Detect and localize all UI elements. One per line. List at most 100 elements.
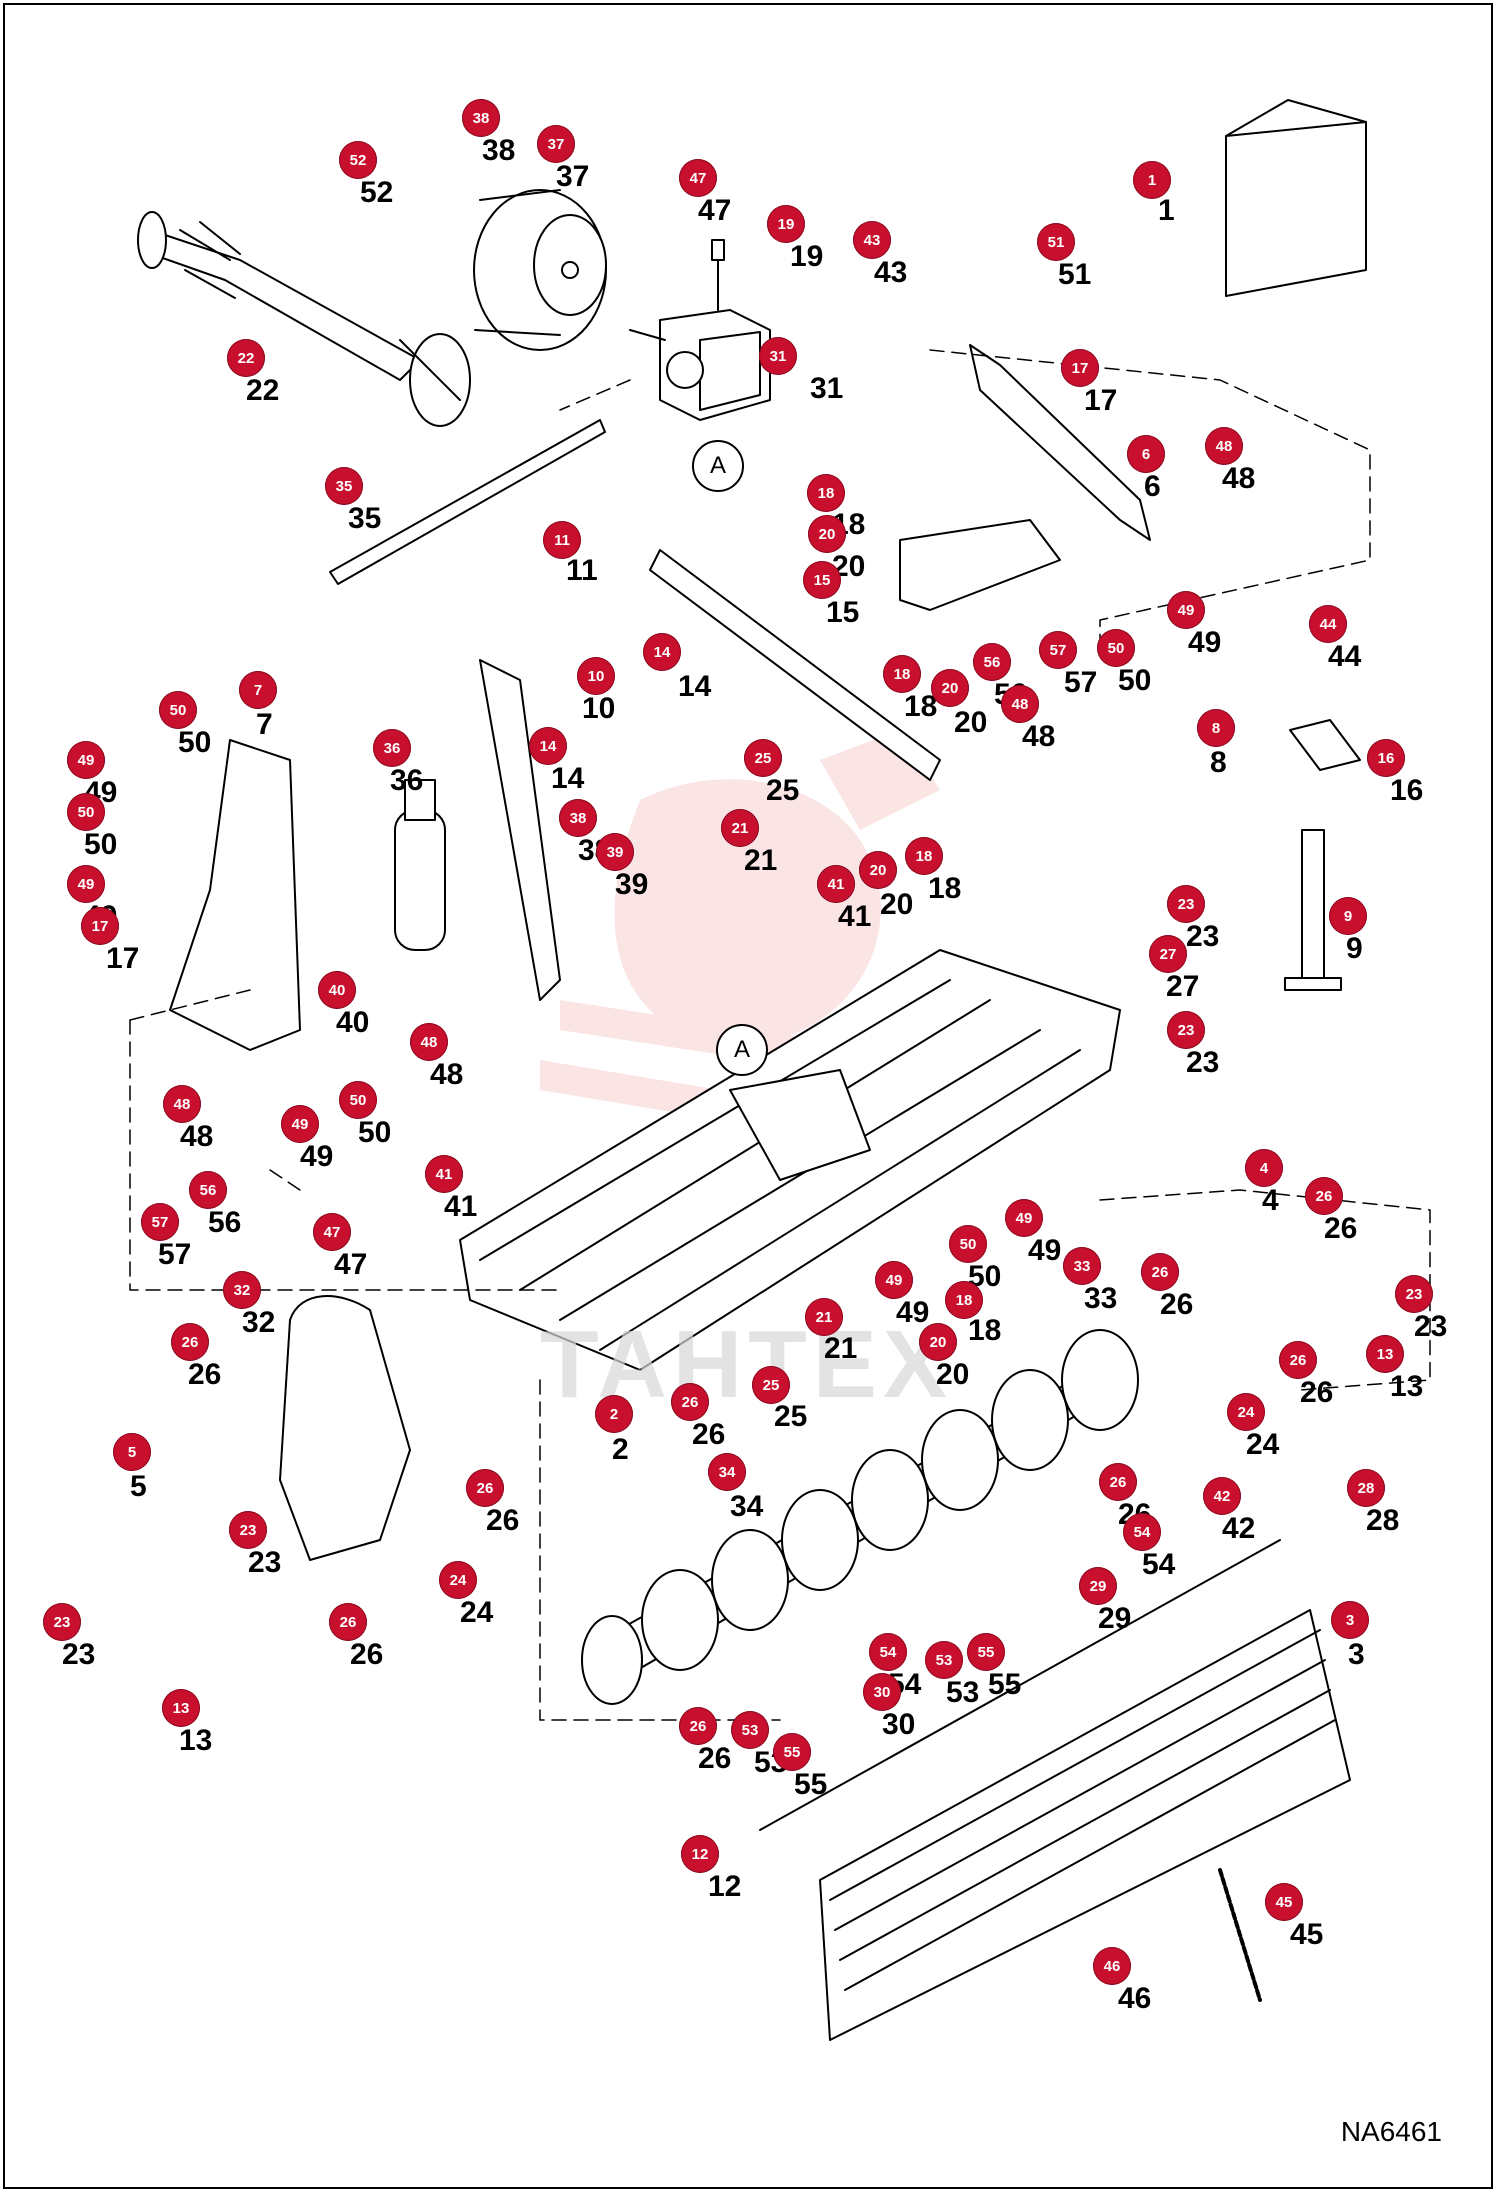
part-hotspot-4[interactable]: 4 [1245,1149,1283,1187]
part-hotspot-26[interactable]: 26 [466,1469,504,1507]
part-hotspot-41[interactable]: 41 [817,865,855,903]
part-hotspot-57[interactable]: 57 [141,1203,179,1241]
part-hotspot-54[interactable]: 54 [1123,1513,1161,1551]
part-hotspot-40[interactable]: 40 [318,971,356,1009]
part-hotspot-7[interactable]: 7 [239,671,277,709]
part-hotspot-20[interactable]: 20 [919,1323,957,1361]
part-hotspot-11[interactable]: 11 [543,521,581,559]
part-hotspot-57[interactable]: 57 [1039,631,1077,669]
part-hotspot-13[interactable]: 13 [162,1689,200,1727]
part-hotspot-23[interactable]: 23 [229,1511,267,1549]
part-hotspot-54[interactable]: 54 [869,1633,907,1671]
part-hotspot-49[interactable]: 49 [67,741,105,779]
part-hotspot-27[interactable]: 27 [1149,935,1187,973]
part-hotspot-44[interactable]: 44 [1309,605,1347,643]
part-hotspot-48[interactable]: 48 [410,1023,448,1061]
part-hotspot-8[interactable]: 8 [1197,709,1235,747]
part-hotspot-55[interactable]: 55 [773,1733,811,1771]
part-hotspot-23[interactable]: 23 [1167,1011,1205,1049]
part-hotspot-53[interactable]: 53 [731,1711,769,1749]
part-hotspot-14[interactable]: 14 [643,633,681,671]
part-hotspot-26[interactable]: 26 [1099,1463,1137,1501]
part-hotspot-18[interactable]: 18 [945,1281,983,1319]
part-hotspot-39[interactable]: 39 [596,833,634,871]
part-hotspot-56[interactable]: 56 [973,643,1011,681]
part-hotspot-49[interactable]: 49 [875,1261,913,1299]
part-hotspot-9[interactable]: 9 [1329,897,1367,935]
part-hotspot-49[interactable]: 49 [281,1105,319,1143]
part-hotspot-50[interactable]: 50 [1097,629,1135,667]
part-hotspot-30[interactable]: 30 [863,1673,901,1711]
part-hotspot-18[interactable]: 18 [883,655,921,693]
part-hotspot-12[interactable]: 12 [681,1835,719,1873]
part-hotspot-46[interactable]: 46 [1093,1947,1131,1985]
part-hotspot-37[interactable]: 37 [537,125,575,163]
part-hotspot-15[interactable]: 15 [803,561,841,599]
part-hotspot-13[interactable]: 13 [1366,1335,1404,1373]
part-hotspot-1[interactable]: 1 [1133,161,1171,199]
part-hotspot-48[interactable]: 48 [163,1085,201,1123]
part-hotspot-18[interactable]: 18 [905,837,943,875]
part-hotspot-16[interactable]: 16 [1367,739,1405,777]
part-hotspot-56[interactable]: 56 [189,1171,227,1209]
part-hotspot-26[interactable]: 26 [171,1323,209,1361]
part-hotspot-31[interactable]: 31 [759,337,797,375]
part-hotspot-41[interactable]: 41 [425,1155,463,1193]
part-hotspot-32[interactable]: 32 [223,1271,261,1309]
part-hotspot-36[interactable]: 36 [373,729,411,767]
part-hotspot-33[interactable]: 33 [1063,1247,1101,1285]
part-hotspot-50[interactable]: 50 [159,691,197,729]
part-hotspot-23[interactable]: 23 [43,1603,81,1641]
part-hotspot-47[interactable]: 47 [679,159,717,197]
part-hotspot-48[interactable]: 48 [1001,685,1039,723]
part-hotspot-38[interactable]: 38 [462,99,500,137]
part-hotspot-52[interactable]: 52 [339,141,377,179]
part-hotspot-24[interactable]: 24 [439,1561,477,1599]
part-hotspot-53[interactable]: 53 [925,1641,963,1679]
part-hotspot-3[interactable]: 3 [1331,1601,1369,1639]
part-hotspot-55[interactable]: 55 [967,1633,1005,1671]
part-hotspot-21[interactable]: 21 [805,1298,843,1336]
part-hotspot-20[interactable]: 20 [931,669,969,707]
part-hotspot-26[interactable]: 26 [1141,1253,1179,1291]
part-hotspot-49[interactable]: 49 [1005,1199,1043,1237]
part-hotspot-29[interactable]: 29 [1079,1567,1117,1605]
part-hotspot-50[interactable]: 50 [949,1225,987,1263]
part-hotspot-35[interactable]: 35 [325,467,363,505]
part-hotspot-49[interactable]: 49 [1167,591,1205,629]
part-hotspot-50[interactable]: 50 [339,1081,377,1119]
part-hotspot-22[interactable]: 22 [227,339,265,377]
part-hotspot-10[interactable]: 10 [577,657,615,695]
part-hotspot-45[interactable]: 45 [1265,1883,1303,1921]
part-hotspot-25[interactable]: 25 [752,1366,790,1404]
part-hotspot-43[interactable]: 43 [853,221,891,259]
part-hotspot-6[interactable]: 6 [1127,435,1165,473]
part-hotspot-26[interactable]: 26 [1279,1341,1317,1379]
part-hotspot-49[interactable]: 49 [67,865,105,903]
part-hotspot-17[interactable]: 17 [81,907,119,945]
part-hotspot-21[interactable]: 21 [721,809,759,847]
part-hotspot-18[interactable]: 18 [807,474,845,512]
part-hotspot-23[interactable]: 23 [1395,1275,1433,1313]
part-hotspot-19[interactable]: 19 [767,205,805,243]
part-hotspot-25[interactable]: 25 [744,739,782,777]
part-hotspot-26[interactable]: 26 [329,1603,367,1641]
part-hotspot-2[interactable]: 2 [595,1395,633,1433]
part-hotspot-50[interactable]: 50 [67,793,105,831]
part-hotspot-24[interactable]: 24 [1227,1393,1265,1431]
part-hotspot-26[interactable]: 26 [679,1707,717,1745]
part-hotspot-38[interactable]: 38 [559,799,597,837]
part-hotspot-48[interactable]: 48 [1205,427,1243,465]
part-hotspot-17[interactable]: 17 [1061,349,1099,387]
part-hotspot-47[interactable]: 47 [313,1213,351,1251]
part-hotspot-28[interactable]: 28 [1347,1469,1385,1507]
part-hotspot-51[interactable]: 51 [1037,223,1075,261]
part-hotspot-26[interactable]: 26 [671,1383,709,1421]
part-hotspot-20[interactable]: 20 [808,515,846,553]
part-hotspot-42[interactable]: 42 [1203,1477,1241,1515]
part-hotspot-20[interactable]: 20 [859,851,897,889]
part-hotspot-26[interactable]: 26 [1305,1177,1343,1215]
part-hotspot-5[interactable]: 5 [113,1433,151,1471]
part-hotspot-23[interactable]: 23 [1167,885,1205,923]
part-hotspot-34[interactable]: 34 [708,1453,746,1491]
